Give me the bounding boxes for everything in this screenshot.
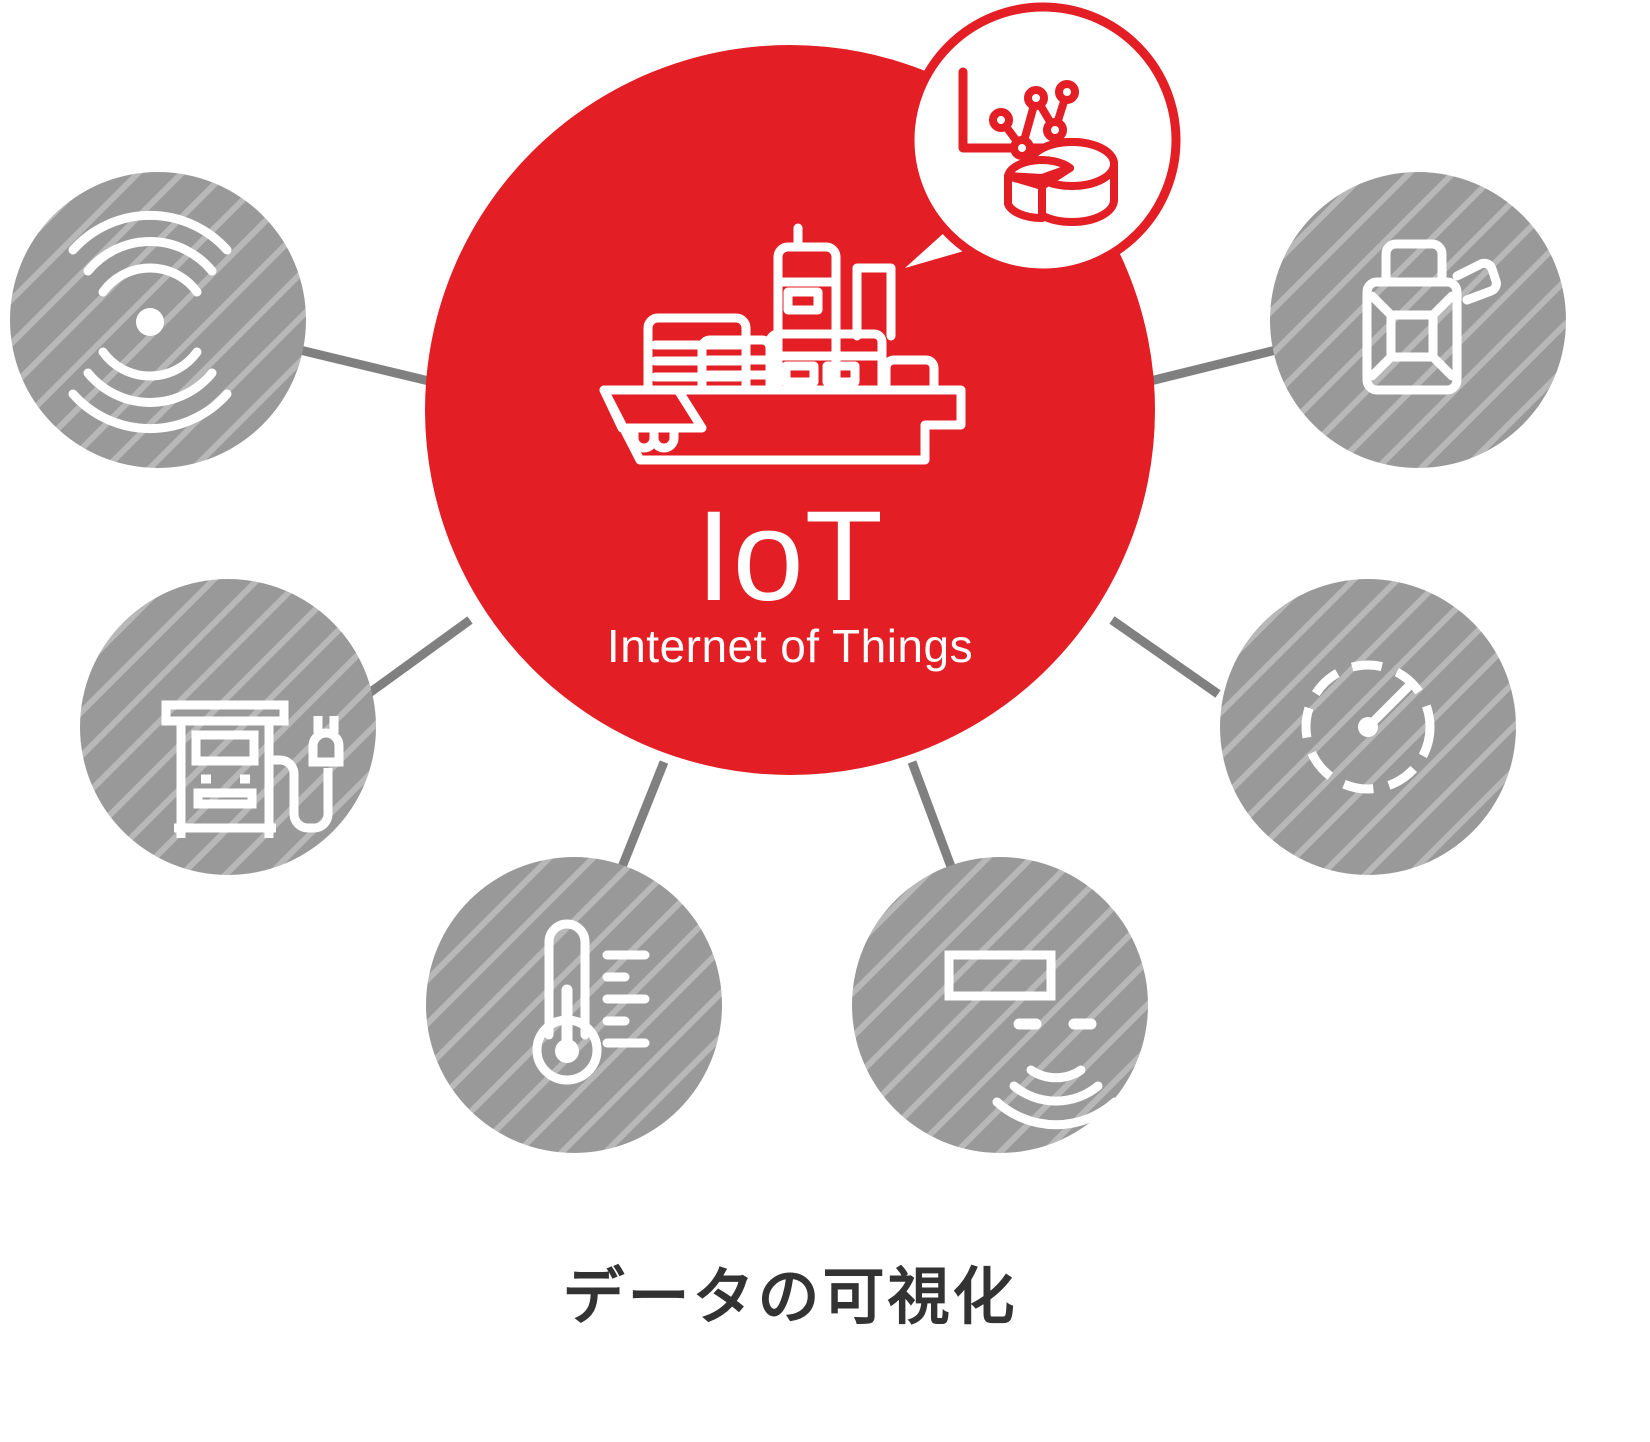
connector-charging-station bbox=[365, 616, 473, 698]
connector-gauge bbox=[1109, 616, 1221, 698]
node-thermometer[interactable] bbox=[426, 857, 722, 1153]
node-fuel-can[interactable] bbox=[1270, 172, 1566, 468]
ev-charging-station-icon bbox=[161, 700, 344, 838]
node-gauge[interactable] bbox=[1220, 579, 1516, 875]
fuel-can-icon bbox=[1362, 239, 1501, 395]
connector-thermometer bbox=[615, 760, 669, 874]
pie-chart-3d-icon bbox=[1004, 138, 1118, 226]
line-chart-icon bbox=[958, 67, 1079, 160]
bubble-circle bbox=[905, 2, 1181, 278]
hub-title: IoT bbox=[696, 485, 884, 628]
node-rfid[interactable] bbox=[852, 857, 1148, 1153]
wireless-signal-sensor-icon bbox=[68, 210, 232, 434]
caption-label: データの可視化 bbox=[562, 1263, 1017, 1332]
hub-subtitle: Internet of Things bbox=[607, 620, 973, 672]
rfid-tag-signal-icon bbox=[944, 950, 1120, 1130]
chart-speech-bubble[interactable] bbox=[905, 2, 1181, 278]
connector-rfid bbox=[907, 760, 958, 874]
node-charging-station-circle bbox=[80, 579, 376, 875]
cargo-ship-icon bbox=[599, 223, 966, 465]
thermometer-icon bbox=[532, 919, 650, 1085]
gauge-meter-icon bbox=[1301, 660, 1435, 794]
node-thermometer-circle bbox=[426, 857, 722, 1153]
node-charging-station[interactable] bbox=[80, 579, 376, 875]
chart-analytics-icon bbox=[958, 67, 1118, 226]
node-fuel-can-circle bbox=[1270, 172, 1566, 468]
node-rfid-circle bbox=[852, 857, 1148, 1153]
node-signal[interactable] bbox=[10, 172, 306, 468]
